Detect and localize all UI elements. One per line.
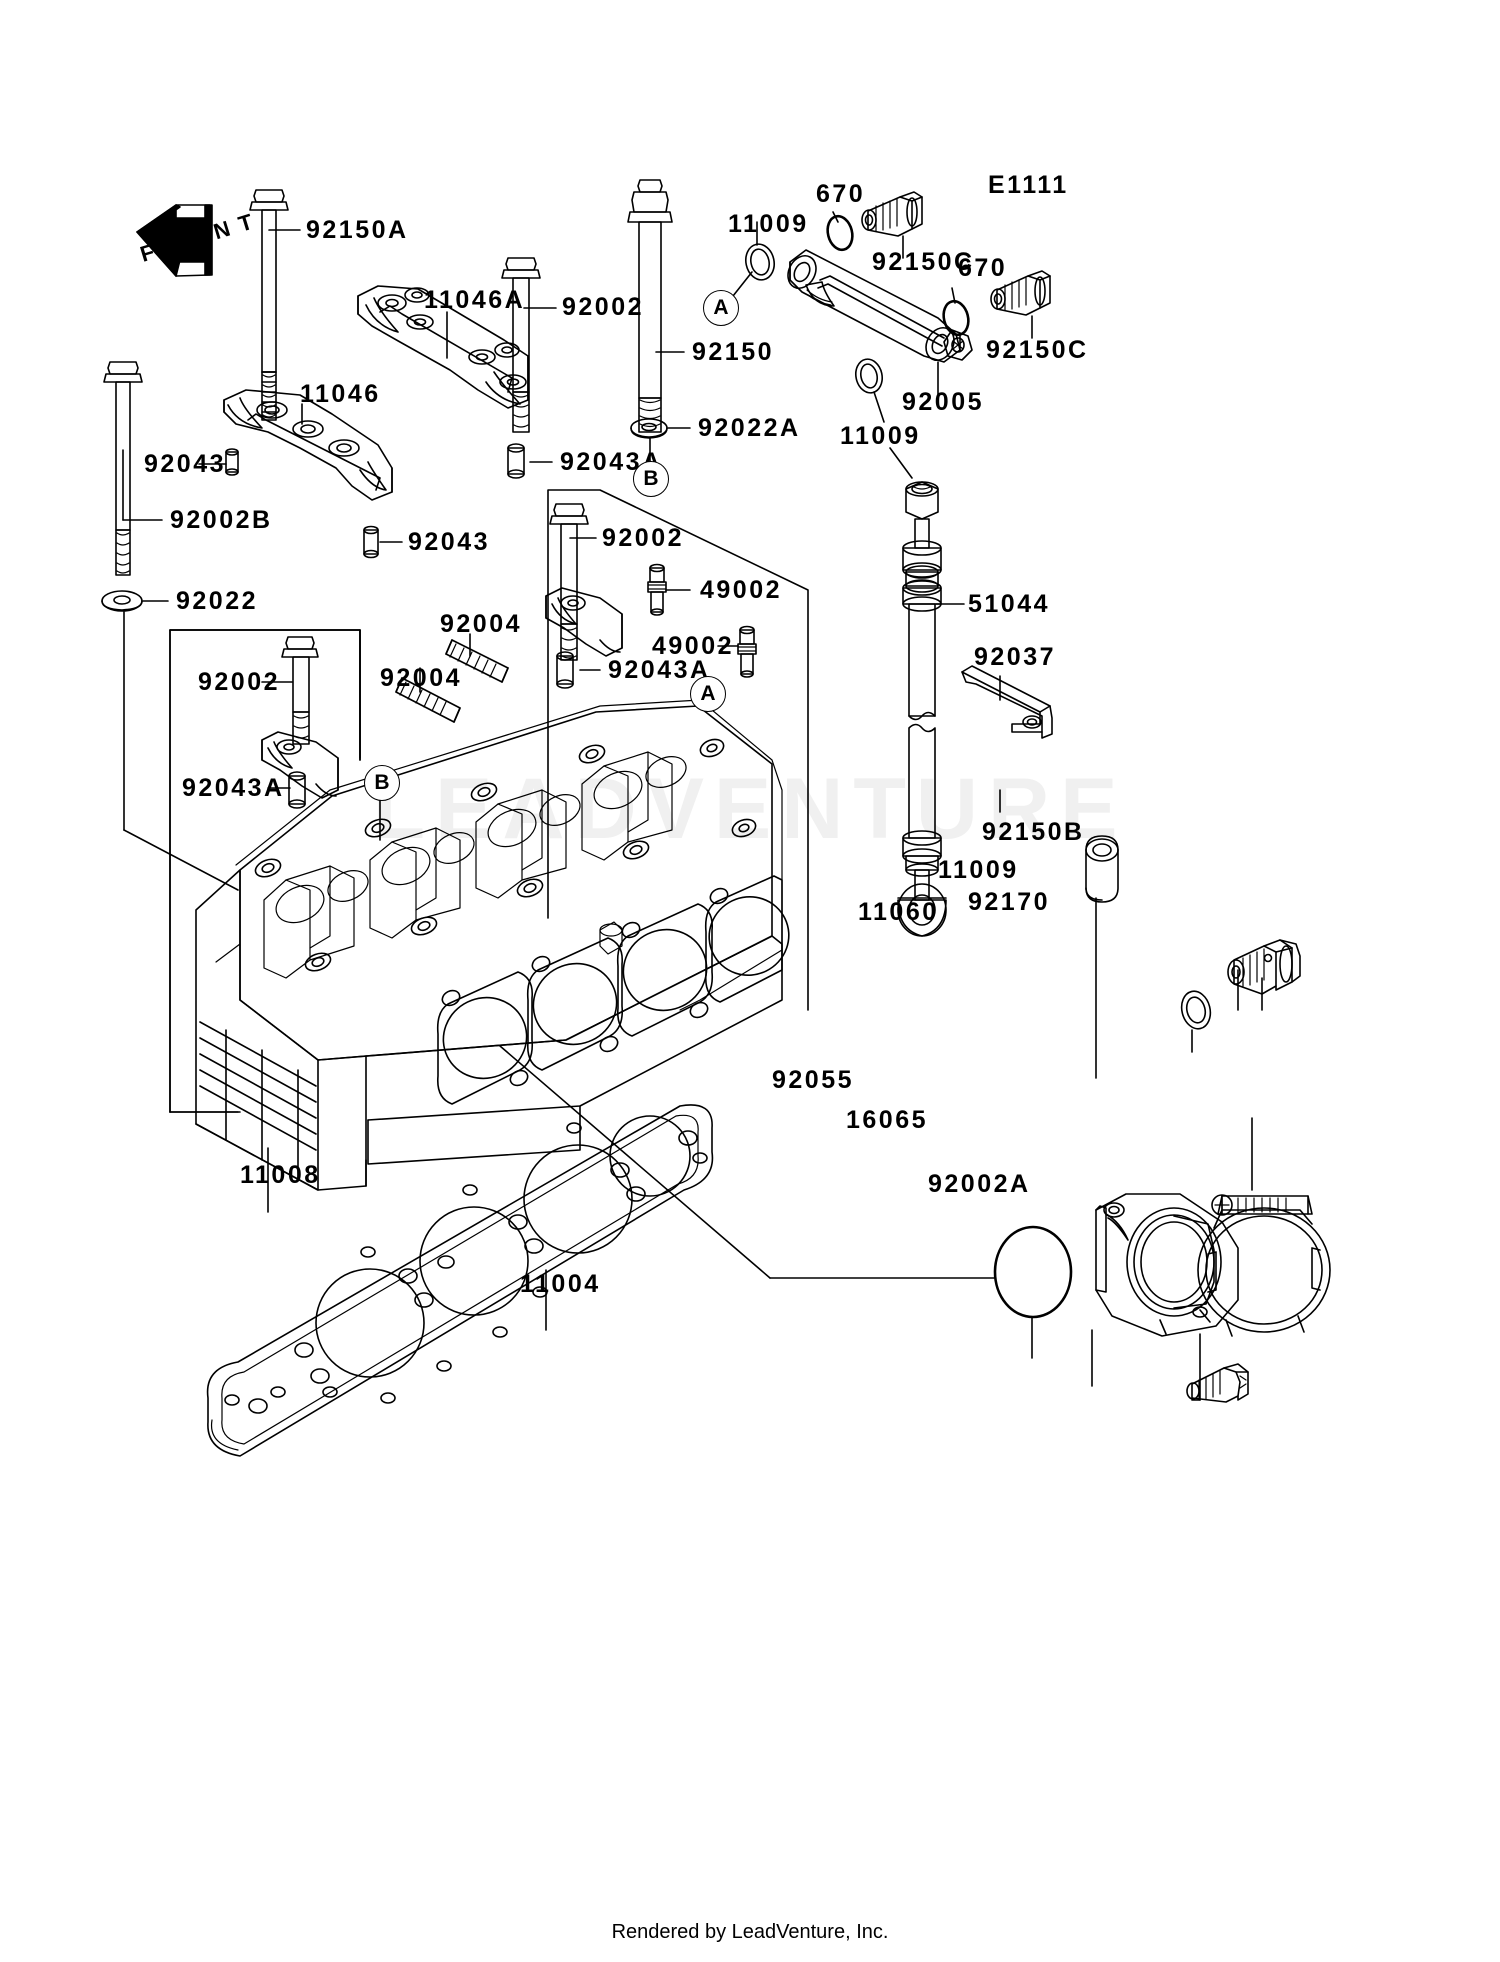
callout-11009-rocker: 11009 [840, 422, 921, 450]
ref-mark-b-head: B [364, 765, 400, 801]
part-92002a-bolt [1186, 1363, 1249, 1403]
callout-92037: 92037 [974, 643, 1057, 671]
part-92002-bolt-left [281, 636, 319, 745]
callout-92005: 92005 [902, 388, 985, 416]
part-92150c-bolt-lower [990, 270, 1051, 316]
callout-92043a-left: 92043A [182, 774, 285, 802]
part-11009-washer-lower [1180, 990, 1212, 1030]
callout-92150: 92150 [692, 338, 775, 366]
leader-lines [122, 211, 1263, 1401]
callout-92150c-upper: 92150C [872, 248, 975, 276]
head-group-outline [547, 489, 809, 1011]
callout-92004-right: 92004 [440, 610, 523, 638]
exhaust-port-4 [704, 875, 790, 1003]
callout-92002-left: 92002 [198, 668, 281, 696]
part-92150a-bolt [249, 189, 289, 421]
callout-92004-left: 92004 [380, 664, 463, 692]
part-92043a-dowel-upper [507, 443, 525, 479]
part-92002b-bolt [103, 361, 143, 576]
ref-mark-a-upper: A [703, 290, 739, 326]
part-49002-guide-lower [737, 625, 757, 678]
callout-670-lower: 670 [958, 254, 1008, 282]
callout-11008: 11008 [240, 1161, 321, 1189]
callout-92150a: 92150A [306, 216, 409, 244]
part-11008-cylinder-head [195, 699, 790, 1191]
part-92005-fitting [787, 249, 973, 363]
callout-11009-upper: 11009 [728, 210, 809, 238]
exhaust-port-2 [526, 937, 624, 1071]
diagram-code: E1111 [988, 171, 1069, 199]
part-92002-bolt-upper [501, 257, 541, 433]
callout-92002b: 92002B [170, 506, 273, 534]
part-92004-stud-upper [445, 639, 509, 683]
part-92022-washer [101, 590, 143, 612]
part-670-oring-lower [942, 299, 970, 337]
callout-92043a-center: 92043A [608, 656, 711, 684]
part-11004-head-gasket [206, 1104, 714, 1457]
callout-51044: 51044 [968, 590, 1051, 618]
part-49002-guide-upper [647, 563, 667, 616]
callout-92043-center: 92043 [408, 528, 491, 556]
part-92022a-washer [630, 418, 668, 439]
part-92170-clamp [1197, 1194, 1331, 1337]
part-11009-washer-rocker [855, 358, 883, 394]
part-11060-gasket [1085, 835, 1119, 903]
part-16065-holder [1095, 1193, 1239, 1337]
callout-11004: 11004 [520, 1270, 601, 1298]
callout-92055: 92055 [772, 1066, 855, 1094]
part-92150c-bolt-upper [861, 191, 923, 237]
part-92037-clamp [961, 665, 1053, 739]
callout-16065: 16065 [846, 1106, 929, 1134]
part-92043a-dowel-center [556, 651, 574, 689]
part-11046-bracket-center [545, 587, 623, 657]
callout-11046-left: 11046 [300, 380, 381, 408]
callout-92170: 92170 [968, 888, 1051, 916]
part-92043-dowel-center [363, 525, 379, 559]
part-92043a-dowel-left [288, 771, 306, 809]
callout-11046a: 11046A [424, 286, 526, 314]
footer-credit: Rendered by LeadVenture, Inc. [611, 1921, 889, 1943]
part-11046-bracket-left [261, 731, 339, 799]
callout-92150c-lower: 92150C [986, 336, 1089, 364]
callout-49002-upper: 49002 [700, 576, 783, 604]
callout-92002a: 92002A [928, 1170, 1031, 1198]
callout-49002-lower: 49002 [652, 632, 735, 660]
callout-92150b: 92150B [982, 818, 1085, 846]
callout-11060: 11060 [858, 898, 939, 926]
part-92150b-bolt [1227, 939, 1301, 995]
part-92002-bolt-center [549, 503, 589, 661]
part-51044-oil-pipe [897, 481, 947, 937]
part-92004-stud-lower [395, 677, 461, 723]
callout-92022: 92022 [176, 587, 259, 615]
part-670-oring-upper [826, 214, 854, 252]
ref-mark-a-head: A [690, 676, 726, 712]
part-11046-bracket [223, 389, 393, 501]
exhaust-port-3 [616, 903, 714, 1037]
part-92055-oring [993, 1225, 1073, 1319]
stud-group-box [169, 629, 361, 761]
callout-92022a: 92022A [698, 414, 801, 442]
callout-92002-center: 92002 [602, 524, 685, 552]
callout-11009-lower: 11009 [938, 856, 1019, 884]
part-92043-dowel-left [225, 448, 239, 476]
callout-670-upper: 670 [816, 180, 866, 208]
ref-mark-b-upper: B [633, 461, 669, 497]
callout-92043-left: 92043 [144, 450, 227, 478]
exhaust-port-1 [436, 971, 534, 1105]
part-11046a-bracket [357, 285, 529, 409]
left-group-box [169, 629, 361, 1113]
callout-92002-upper: 92002 [562, 293, 645, 321]
front-arrow-icon: F R O N T [136, 204, 258, 277]
